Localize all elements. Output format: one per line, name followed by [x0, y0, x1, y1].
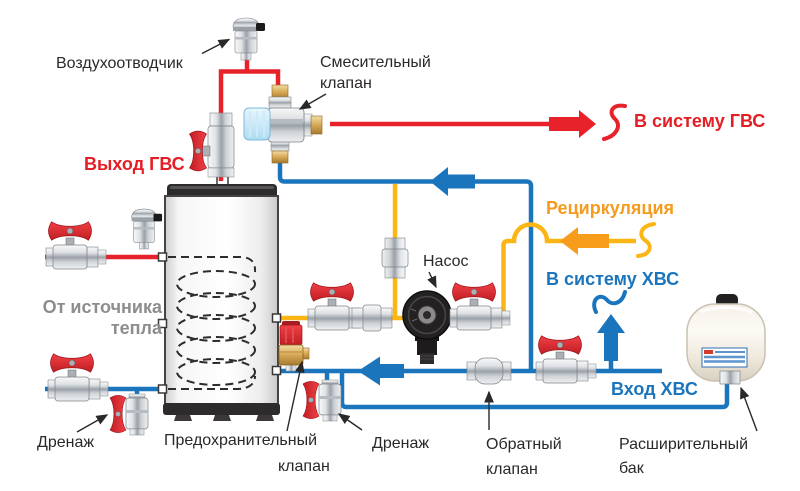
label-safety-valve-line1: Предохранительный	[164, 432, 318, 449]
drain-valve-left-icon	[110, 394, 148, 435]
cold-inlet-ball-valve-icon	[536, 336, 596, 383]
cold-flow-arrow-to-mixing-valve	[430, 167, 475, 196]
cold-pipe-break-symbol	[592, 290, 627, 314]
label-expansion-tank-line1: Расширительный	[619, 436, 749, 453]
union-fitting-icon	[351, 304, 393, 332]
drain-valve-middle-icon	[303, 380, 341, 421]
cold-flow-arrow-main	[358, 356, 404, 386]
label-mixing-valve-line1: Смесительный	[320, 54, 431, 71]
label-drain-left: Дренаж	[37, 434, 95, 451]
supply-ball-valve-icon	[46, 222, 106, 269]
label-mixing-valve-line2: клапан	[320, 75, 372, 92]
tank-ports	[157, 252, 282, 394]
cold-water-pipes	[45, 160, 730, 410]
hot-flow-arrow	[549, 110, 596, 138]
annotation-arrows	[76, 38, 758, 433]
label-cw-inlet: Вход ХВС	[611, 379, 698, 399]
mixing-valve-icon	[243, 84, 323, 164]
hot-pipe-break-symbol	[602, 103, 627, 141]
recirculation-flow-arrow	[560, 227, 609, 255]
label-drain-middle: Дренаж	[372, 435, 430, 452]
storage-tank	[163, 175, 280, 421]
expansion-tank-icon	[686, 294, 766, 385]
air-vent-icon	[232, 17, 266, 61]
label-expansion-tank-line2: бак	[619, 460, 644, 477]
label-air-vent: Воздухоотводчик	[56, 55, 183, 72]
safety-valve-icon	[278, 321, 310, 372]
label-recirculation: Рециркуляция	[546, 198, 675, 218]
circulation-pump-icon	[402, 290, 452, 364]
dhw-outlet-valve-icon	[189, 112, 235, 178]
label-to-cw-system: В систему ХВС	[546, 269, 680, 289]
tank-coil	[168, 256, 257, 390]
recirculation-pipe-break-symbol	[636, 222, 656, 258]
label-heat-source-line1: От источника	[42, 297, 162, 317]
label-check-valve-line1: Обратный	[486, 436, 562, 453]
check-valve-icon	[466, 357, 512, 385]
cold-branch-arrow-up	[597, 314, 625, 361]
union-fitting-vertical-icon	[381, 237, 409, 279]
label-heat-source-line2: тепла	[110, 318, 162, 338]
label-pump: Насос	[423, 253, 469, 270]
label-to-dhw-system: В систему ГВС	[634, 111, 766, 131]
air-vent-icon	[131, 208, 163, 250]
recirc-ball-valve-right-icon	[450, 283, 510, 330]
label-dhw-outlet: Выход ГВС	[84, 154, 185, 174]
label-check-valve-line2: клапан	[486, 461, 538, 478]
return-ball-valve-icon	[48, 354, 108, 401]
label-safety-valve-line2: клапан	[278, 458, 330, 475]
